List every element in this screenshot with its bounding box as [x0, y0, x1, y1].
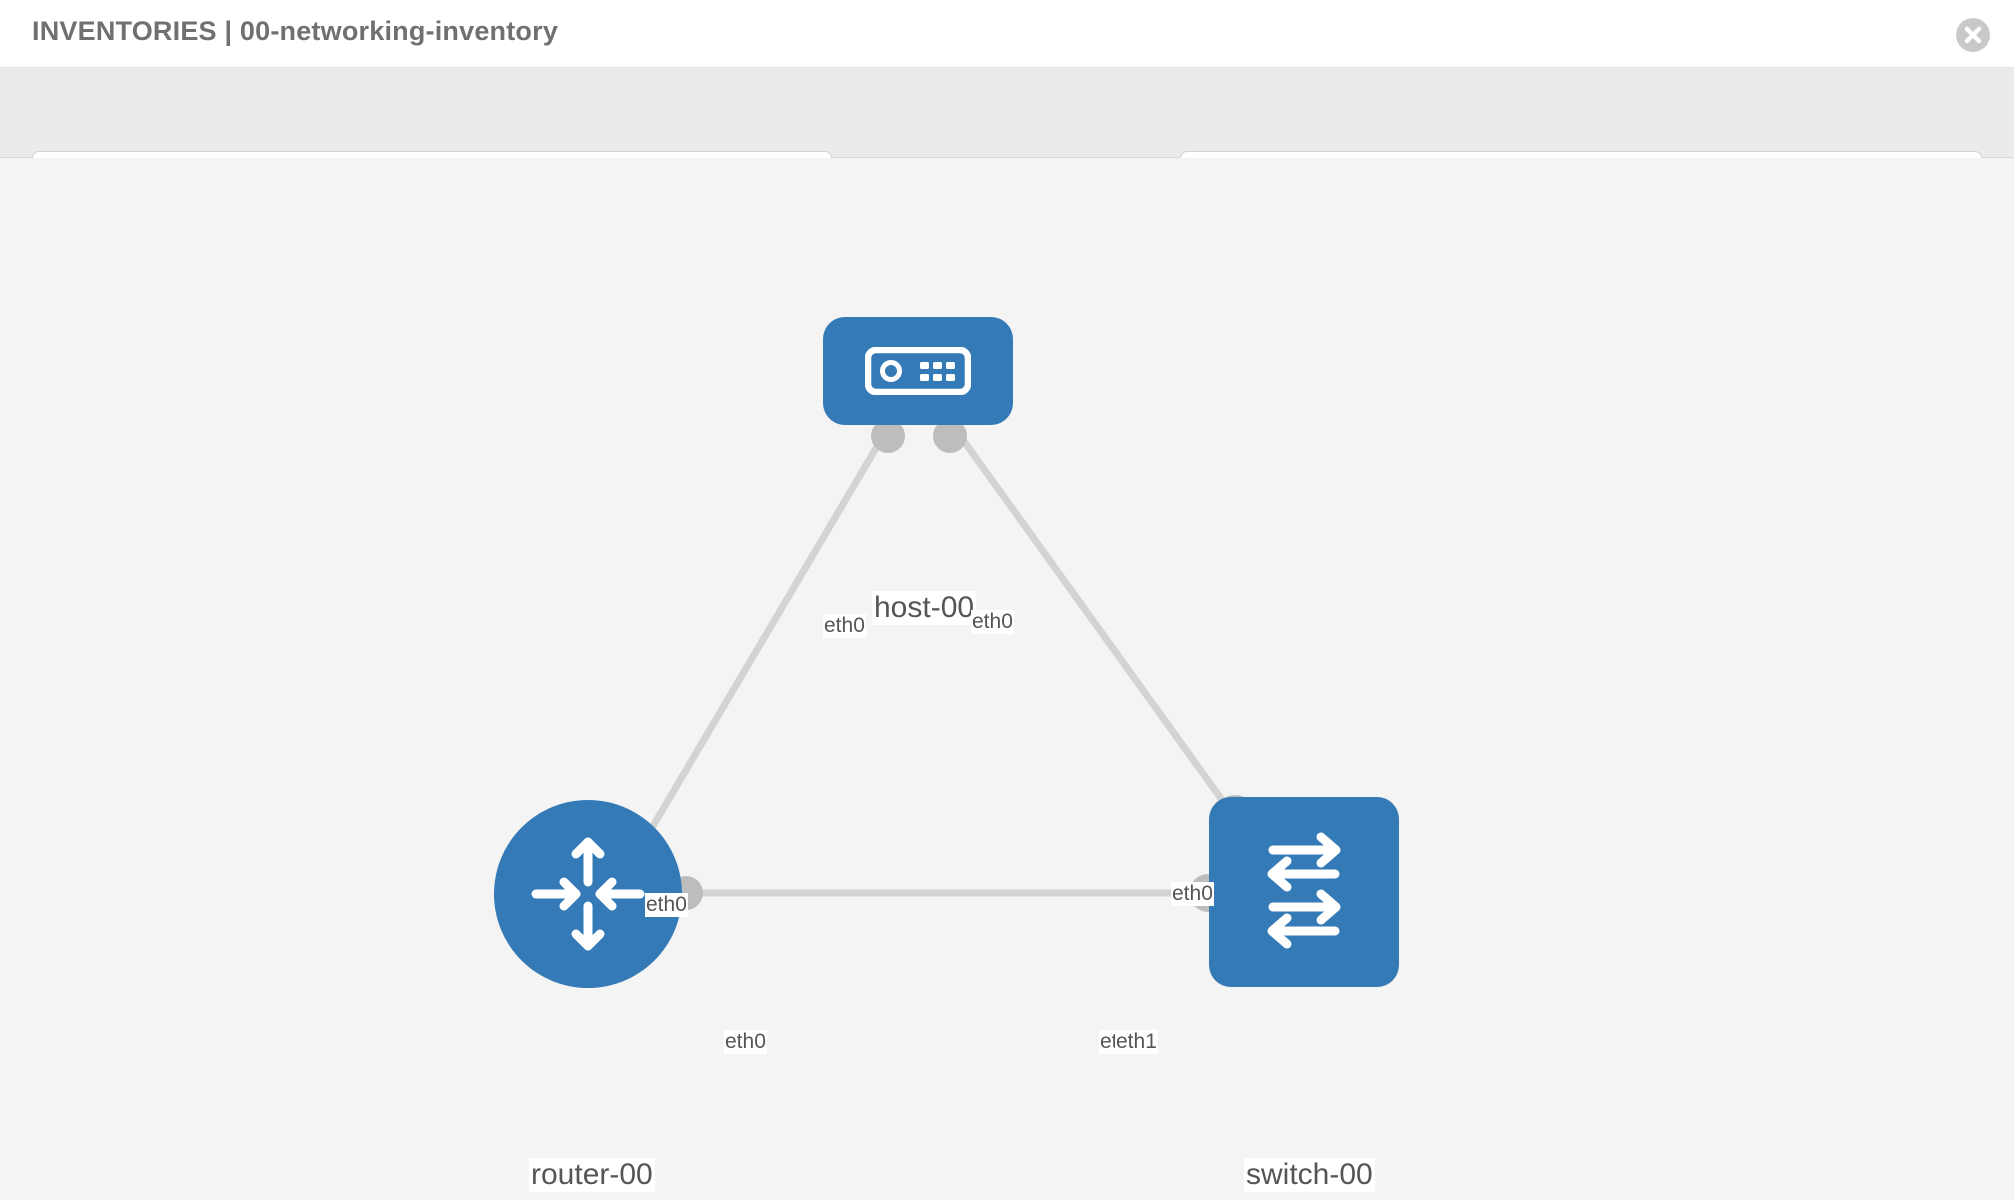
close-icon[interactable] — [1956, 18, 1990, 52]
endpoint-host-right — [933, 419, 967, 453]
topology-canvas[interactable]: host-00 router-00 switch-00 eth0 eth0 et… — [0, 158, 2014, 1200]
edge-label-router-00-eth0-host: eth0 — [645, 893, 688, 917]
topology-node-host-00[interactable] — [823, 317, 1013, 425]
edge-host-switch — [955, 430, 1238, 821]
toolbar: ACTIONS SEARCH — [0, 68, 2014, 200]
edge-label-switch-00-eth0-host: eth0 — [1171, 882, 1214, 906]
edge-label-switch-00-eth1-router: eth1 — [1115, 1030, 1158, 1054]
router-arrows-icon — [531, 837, 645, 951]
switch-arrows-icon — [1267, 832, 1341, 949]
edge-label-router-00-eth0-switch: eth0 — [724, 1030, 767, 1054]
page-title: INVENTORIES | 00-networking-inventory — [32, 16, 559, 46]
topology-endpoints — [669, 419, 1256, 912]
topology-node-switch-00[interactable] — [1209, 797, 1399, 987]
endpoint-host-left — [871, 419, 905, 453]
topology-node-label-router-00: router-00 — [529, 1158, 655, 1192]
topology-edges — [636, 430, 1238, 897]
edge-label-host-00-eth0-router: eth0 — [823, 614, 866, 638]
edge-label-host-00-eth0-switch: eth0 — [971, 610, 1014, 634]
topology-graph — [636, 419, 1256, 912]
topology-node-label-host-00: host-00 — [872, 591, 977, 625]
topology-node-label-switch-00: switch-00 — [1244, 1158, 1375, 1192]
edge-host-router — [636, 431, 889, 850]
server-icon — [865, 347, 971, 395]
page-header: INVENTORIES | 00-networking-inventory — [0, 0, 2014, 68]
